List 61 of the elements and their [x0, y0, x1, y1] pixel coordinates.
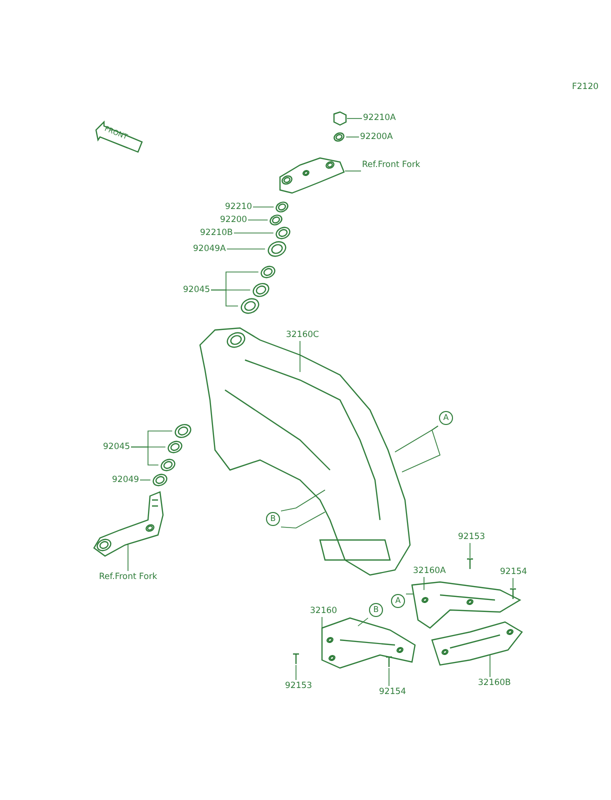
reference-circle: A	[439, 411, 453, 425]
leader-line	[234, 232, 274, 234]
reference-circle: A	[391, 594, 405, 608]
callout-number: 92045	[183, 285, 210, 295]
lower-triple-clamp-drawing	[93, 491, 164, 557]
callout-number: 92200A	[360, 132, 393, 142]
callout-number: 92153	[458, 532, 486, 542]
leader-line	[130, 430, 173, 448]
side-frame-drawing	[411, 581, 522, 629]
callout-number: 92049A	[193, 244, 226, 254]
bolt-drawing	[385, 656, 393, 668]
callout-number: 32160C	[286, 330, 319, 340]
frame-drawing	[199, 327, 411, 576]
steering-stem-nut-drawing	[333, 111, 347, 126]
leader-line	[252, 206, 274, 208]
seal-drawing	[152, 474, 168, 486]
leader-line	[226, 248, 266, 250]
leader-line	[344, 170, 362, 172]
reference-circle: B	[369, 603, 383, 617]
callout-number: 92210A	[363, 113, 396, 123]
figure-code: F2120	[572, 82, 599, 92]
bearing-drawing	[240, 298, 260, 314]
washer-drawing	[270, 214, 282, 226]
leader-line	[280, 512, 326, 528]
bolt-drawing	[292, 653, 300, 665]
callout-number: 32160B	[478, 678, 511, 688]
upper-triple-clamp-drawing	[279, 157, 345, 194]
callout-number: 92210	[225, 202, 252, 212]
callout-number: 32160A	[413, 566, 446, 576]
callout-number: 92154	[500, 567, 528, 577]
bolt-drawing	[466, 558, 474, 570]
bearing-drawing	[260, 266, 276, 278]
washer-drawing	[334, 132, 344, 142]
callout-number: 92154	[379, 687, 406, 697]
side-frame-drawing	[431, 621, 523, 666]
leader-line	[512, 578, 514, 588]
callout-number: 92045	[103, 442, 130, 452]
callout-number: 92153	[285, 681, 312, 691]
leader-line	[358, 618, 368, 626]
leader-line	[346, 136, 360, 138]
reference-circle: B	[266, 512, 280, 526]
bolt-drawing	[509, 588, 517, 600]
leader-line	[394, 426, 438, 452]
leader-line	[280, 490, 326, 512]
side-frame-drawing	[321, 617, 416, 669]
seal-drawing	[268, 241, 286, 257]
callout-number: 92210B	[200, 228, 233, 238]
leader-line	[388, 668, 390, 686]
nut-drawing	[276, 226, 290, 240]
callout-number: 32160	[310, 606, 338, 616]
callout-number: 92049	[112, 475, 140, 485]
callout-number: Ref.Front Fork	[99, 572, 158, 582]
nut-drawing	[276, 202, 288, 212]
bearing-drawing	[168, 440, 182, 454]
bearing-drawing	[160, 458, 176, 472]
leader-line	[210, 272, 259, 290]
callout-number: Ref.Front Fork	[362, 160, 420, 170]
bearing-drawing	[174, 424, 192, 438]
callout-number: 92200	[220, 215, 248, 225]
bearing-drawing	[252, 283, 270, 297]
leader-line	[346, 118, 362, 119]
